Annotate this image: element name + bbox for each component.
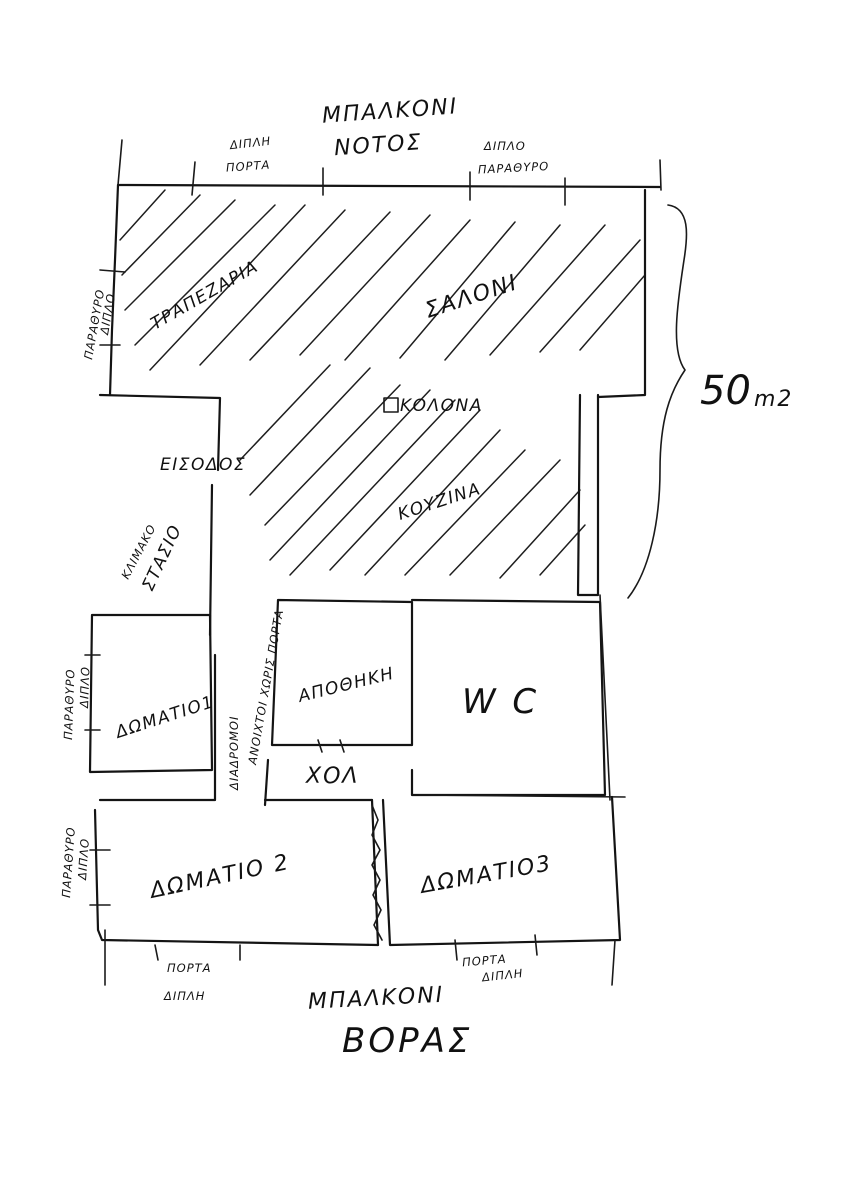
area-brace	[627, 204, 688, 599]
window-room1-label-1: ΠΑΡΑΘΥΡΟ	[61, 668, 77, 740]
labels: ΜΠΑΛΚΟΝΙ ΝΟΤΟΣ ΔΙΠΛΗ ΠΟΡΤΑ ΔΙΠΛΟ ΠΑΡΑΘΥΡ…	[59, 94, 793, 1061]
storage-label: ΑΠΟΘΗΚΗ	[295, 664, 396, 707]
room2-label: ΔΩΜΑΤΙΟ 2	[146, 850, 292, 904]
corridor-door-label-1: ΔΙΑΔΡΟΜΟΙ	[227, 716, 241, 791]
balcony-south-label-2: ΝΟΤΟΣ	[333, 130, 423, 161]
double-door-top-label-2: ΠΟΡΤΑ	[225, 158, 270, 175]
door-bottom-left-label-1: ΠΟΡΤΑ	[167, 961, 212, 975]
window-room1-label-2: ΔΙΠΛΟ	[77, 666, 92, 709]
corridor-door-label-2: ΑΝΟΙΧΤΟΙ ΧΩΡΙΣ ΠΟΡΤΑ	[245, 608, 286, 766]
room1-label: ΔΩΜΑΤΙΟ1	[111, 692, 217, 743]
window-room2-label-1: ΠΑΡΑΘΥΡΟ	[59, 826, 78, 898]
door-bottom-left-label-2: ΔΙΠΛΗ	[163, 989, 205, 1003]
walls-services	[263, 594, 626, 807]
room3-label: ΔΩΜΑΤΙΟ3	[417, 851, 554, 899]
double-door-top-label-1: ΔΙΠΛΗ	[228, 134, 272, 152]
dining-label: ΤΡΑΠΕΖΑΡΙΑ	[148, 257, 263, 335]
window-room2-label-2: ΔΙΠΛΟ	[75, 838, 92, 882]
entrance-label: ΕΙΣΟΔΟΣ	[160, 455, 246, 475]
living-label: ΣΑΛΟΝΙ	[422, 270, 521, 324]
double-window-top-label-2: ΠΑΡΑΘΥΡΟ	[478, 159, 550, 177]
hatched-area	[119, 189, 646, 579]
hall-label: ΧΟΛ	[305, 764, 359, 789]
door-bottom-right-label-1: ΠΟΡΤΑ	[461, 952, 507, 970]
column-square-icon	[383, 397, 399, 413]
balcony-south-label-1: ΜΠΑΛΚΟΝΙ	[321, 94, 459, 128]
balcony-north-label-2: ΒΟΡΑΣ	[342, 1021, 472, 1061]
area-unit-label: m2	[754, 387, 793, 412]
wc-label: W C	[462, 682, 539, 722]
walls-main	[98, 139, 662, 802]
balcony-north-label-1: ΜΠΑΛΚΟΝΙ	[307, 983, 444, 1015]
double-window-top-label-1: ΔΙΠΛΟ	[483, 139, 526, 153]
door-bottom-right-label-2: ΔΙΠΛΗ	[480, 966, 524, 984]
walls-room1	[84, 613, 214, 774]
area-value-label: 50	[700, 368, 751, 414]
column-label: ΚΟΛΟΝΑ	[400, 396, 483, 416]
walls-rooms-bottom	[89, 795, 622, 986]
